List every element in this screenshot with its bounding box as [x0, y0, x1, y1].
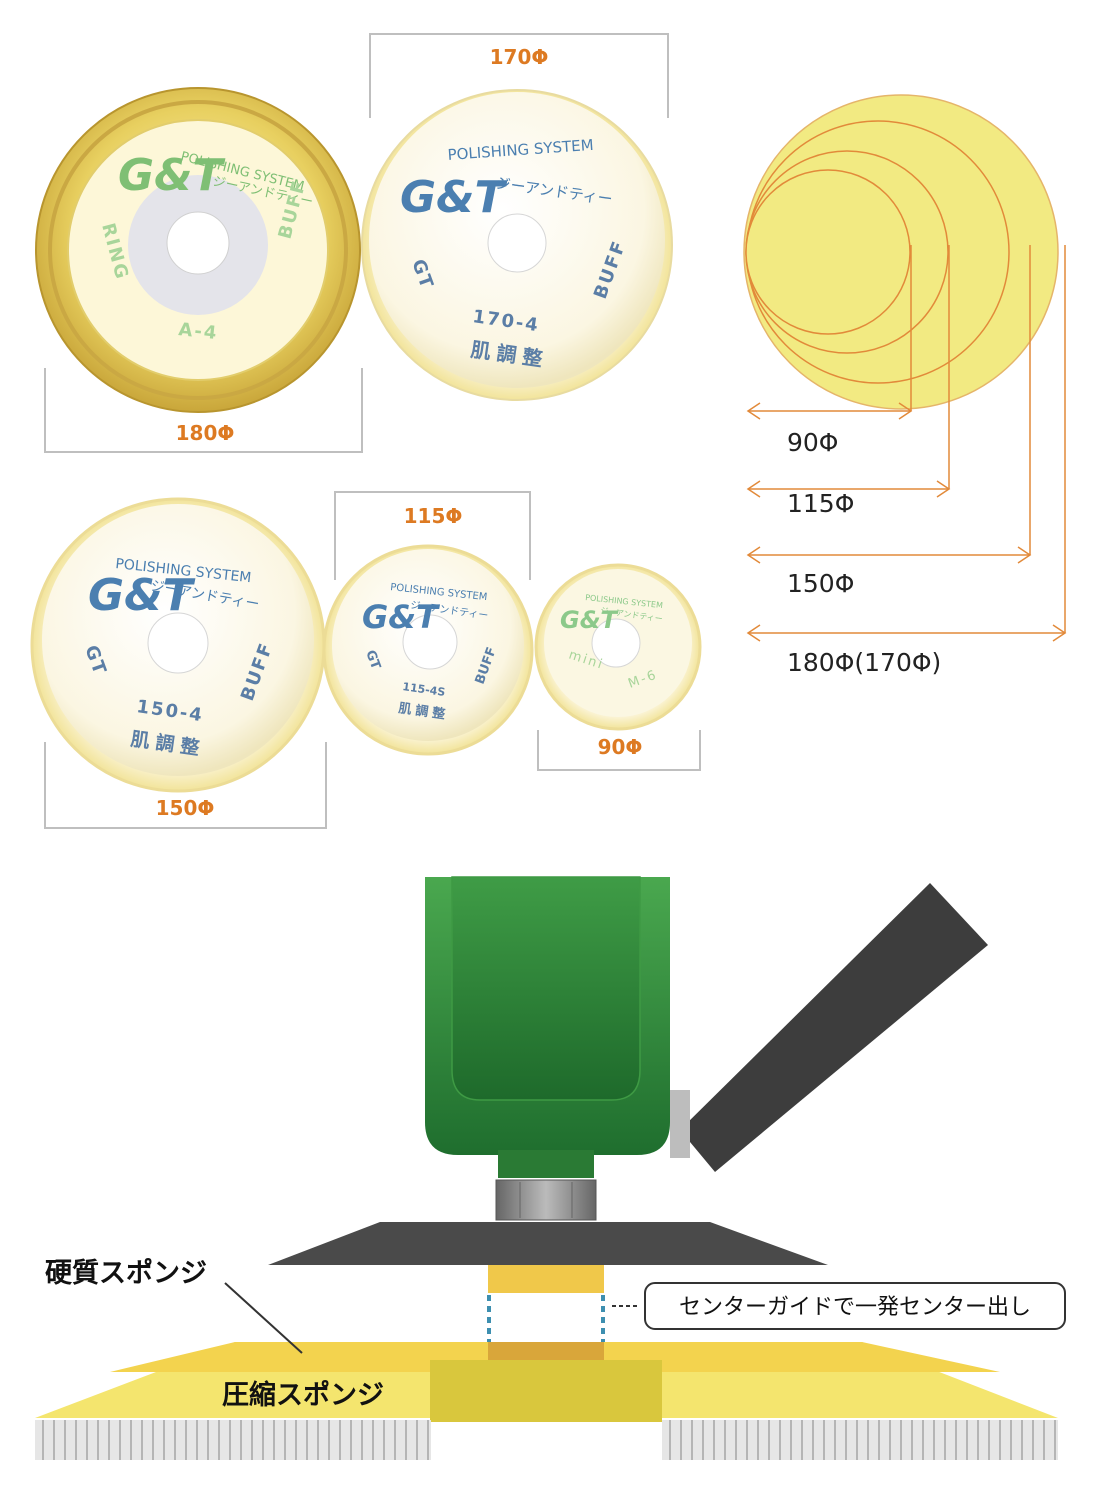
label-180: 180Φ: [176, 421, 235, 445]
mini-logo: G&T: [560, 606, 619, 634]
gt115-model: 115-4S: [402, 680, 447, 699]
center-block: [430, 1360, 662, 1422]
ring-model: A-4: [177, 319, 219, 344]
gt-buff-115: G&T POLISHING SYSTEM ジーアンドティー GT BUFF 11…: [322, 544, 534, 756]
size-label-90: 90Φ: [787, 428, 839, 457]
dimension-90: 90Φ: [537, 730, 701, 771]
machine-neck: [498, 1150, 594, 1178]
dimension-150: 150Φ: [44, 742, 327, 829]
center-step: [488, 1342, 604, 1362]
label-150: 150Φ: [156, 796, 215, 820]
machine-panel: [451, 876, 641, 1101]
polisher-assembly: 硬質スポンジ 圧縮スポンジ センターガイドで一発センター出し: [35, 876, 1066, 1460]
dimension-170: 170Φ: [369, 33, 669, 118]
size-label-180: 180Φ(170Φ): [787, 648, 941, 677]
center-guide-callout: [644, 1282, 1066, 1330]
label-115: 115Φ: [404, 504, 463, 528]
backing-pad: [268, 1222, 828, 1265]
gt-buff-170: G&T POLISHING SYSTEM ジーアンドティー GT BUFF 17…: [361, 89, 673, 401]
handle-bracket: [670, 1090, 690, 1158]
gt115-left: GT: [362, 648, 383, 671]
dimension-180: 180Φ: [44, 368, 363, 453]
mini-buff-90: G&T POLISHING SYSTEM ジーアンドティー mini M-6: [534, 563, 702, 731]
gt150-logo: G&T: [88, 570, 195, 621]
hard-sponge-top: [488, 1265, 604, 1293]
label-170: 170Φ: [490, 45, 549, 69]
compressed-sponge-label: 圧縮スポンジ: [222, 1379, 384, 1411]
handle: [680, 883, 988, 1172]
bristles-left: [35, 1420, 431, 1460]
ring-logo: G&T: [118, 150, 225, 201]
label-90: 90Φ: [598, 735, 643, 759]
center-guide-label: センターガイドで一発センター出し: [679, 1295, 1031, 1320]
hard-sponge-label: 硬質スポンジ: [45, 1258, 207, 1289]
gt115-logo: G&T: [362, 598, 440, 636]
dimension-115: 115Φ: [334, 491, 531, 580]
gt170-logo: G&T: [400, 172, 507, 223]
size-label-115: 115Φ: [787, 489, 854, 518]
size-comparison: 90Φ 115Φ 150Φ 180Φ(170Φ): [743, 94, 1067, 677]
spindle-nut: [495, 1179, 597, 1221]
bristles-right: [662, 1420, 1058, 1460]
ring-buff-180: G&T POLISHING SYSTEM ジーアンドティー RING BUFF …: [35, 87, 361, 413]
hard-sponge-leader: [224, 1282, 303, 1354]
gt-buff-150: G&T POLISHING SYSTEM ジーアンドティー GT BUFF 15…: [30, 497, 326, 793]
size-label-150: 150Φ: [787, 569, 854, 598]
gt115-subtitle: 肌調整: [397, 700, 450, 723]
